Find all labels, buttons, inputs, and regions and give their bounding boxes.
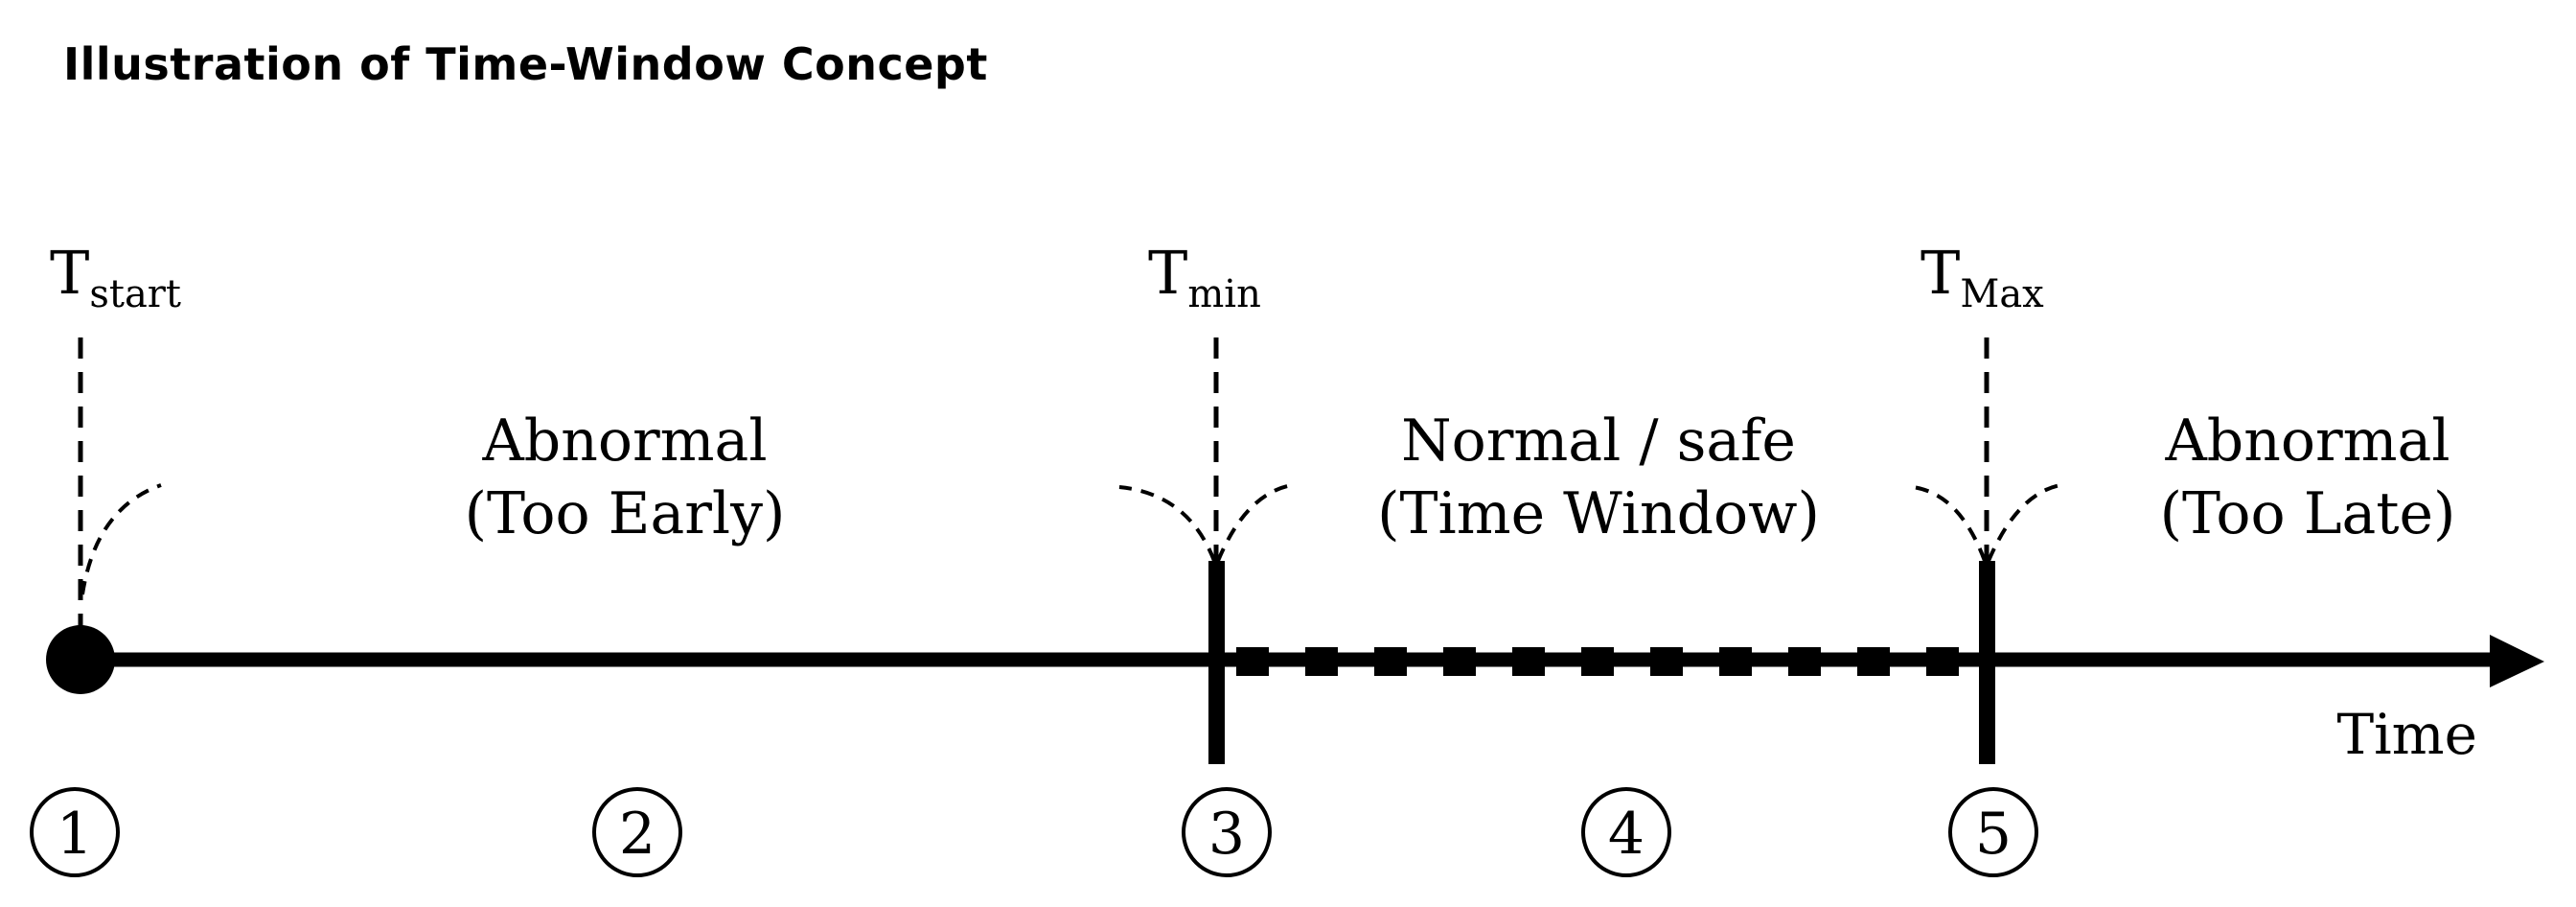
step-number-1: 1 (30, 787, 120, 877)
svg-text:2: 2 (619, 801, 656, 868)
min-transition-arc-right (1216, 483, 1293, 562)
too-early-label-line2: (Too Early) (465, 480, 786, 547)
min-boundary-bar (1208, 561, 1225, 764)
svg-text:1: 1 (57, 801, 93, 868)
start-point-marker (46, 625, 115, 694)
step-number-4: 4 (1581, 787, 1671, 877)
window-label-line1: Normal / safe (1401, 407, 1796, 475)
min-marker-label: Tmin (1148, 238, 1261, 316)
time-axis-arrowhead (2490, 635, 2544, 687)
step-number-2: 2 (592, 787, 682, 877)
min-transition-arc-left (1118, 485, 1216, 562)
step-number-5: 5 (1948, 787, 2038, 877)
window-label-line2: (Time Window) (1377, 480, 1820, 547)
max-boundary-bar (1979, 561, 1995, 764)
max-transition-arc-right (1987, 483, 2061, 562)
too-early-label-line1: Abnormal (481, 407, 767, 475)
too-late-label-line1: Abnormal (2164, 407, 2450, 475)
max-transition-arc-left (1912, 485, 1987, 562)
start-marker-label: Tstart (50, 238, 181, 316)
max-marker-label: TMax (1920, 238, 2044, 316)
page-title: Illustration of Time-Window Concept (63, 38, 988, 90)
start-transition-arc (80, 483, 162, 595)
svg-text:3: 3 (1208, 801, 1245, 868)
too-late-label-line2: (Too Late) (2160, 480, 2456, 547)
svg-text:4: 4 (1608, 801, 1644, 868)
svg-text:5: 5 (1975, 801, 2012, 868)
step-number-3: 3 (1182, 787, 1272, 877)
time-axis-label: Time (2336, 702, 2477, 767)
